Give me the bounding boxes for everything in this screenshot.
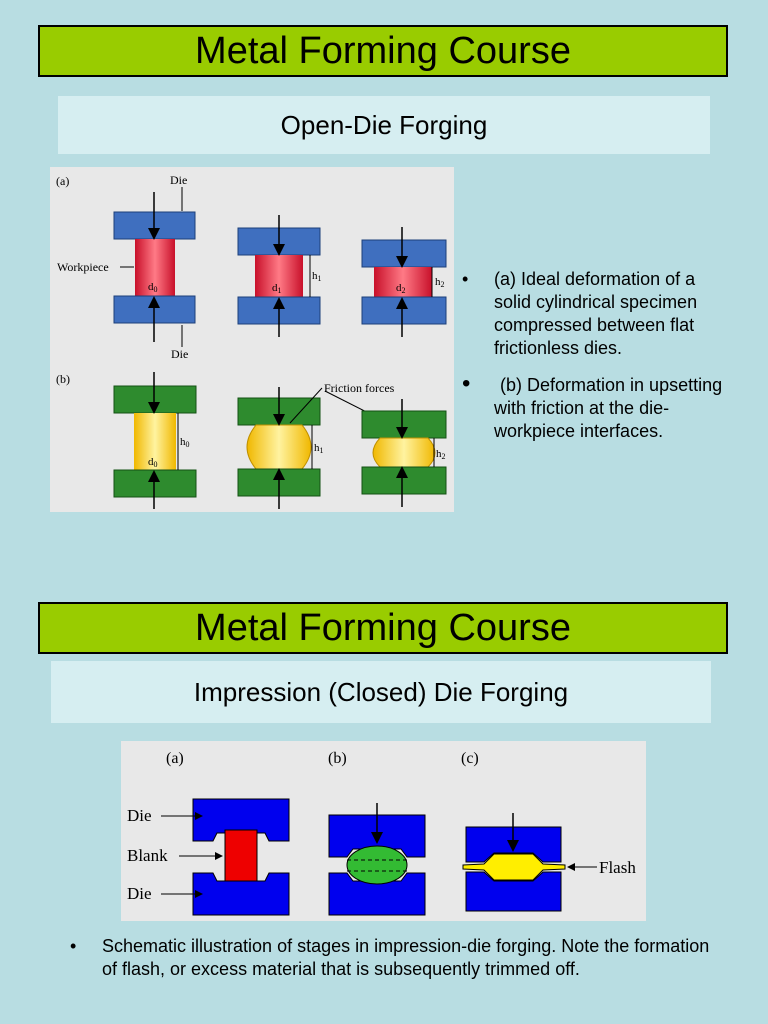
die-top-b1 xyxy=(113,385,197,414)
die-bottom-a xyxy=(192,872,290,916)
workpiece-b2 xyxy=(246,424,312,470)
bullet-icon: • xyxy=(462,269,469,289)
workpiece-a1 xyxy=(135,239,175,296)
d0-label: d0 xyxy=(148,281,158,294)
blank-b xyxy=(346,845,408,885)
h1-label-b: h1 xyxy=(314,442,324,455)
bullet-item: • (a) Ideal deformation of a solid cylind… xyxy=(462,268,732,360)
die-bottom-b xyxy=(328,872,426,916)
workpiece-b1 xyxy=(134,413,176,470)
friction-label: Friction forces xyxy=(324,381,395,395)
die-bottom-b3 xyxy=(361,466,447,495)
d0-label-b: d0 xyxy=(148,456,158,469)
blank-label: Blank xyxy=(127,846,168,865)
stage-c-label: (c) xyxy=(461,750,479,767)
die-top-b3 xyxy=(361,410,447,439)
die-top-a3 xyxy=(361,239,447,268)
die-label-top: Die xyxy=(170,173,187,187)
bullet-item: • (b) Deformation in upsetting with frict… xyxy=(462,370,732,443)
h0-label: h0 xyxy=(180,436,190,449)
bullet-icon: • xyxy=(462,370,471,397)
die-top-a xyxy=(192,798,290,842)
workpiece-a2 xyxy=(255,255,303,297)
slide2-bullets: • Schematic illustration of stages in imp… xyxy=(70,935,710,995)
h2-label-b: h2 xyxy=(436,448,446,461)
die-bottom-label: Die xyxy=(127,884,152,903)
slide2-subtitle: Impression (Closed) Die Forging xyxy=(51,661,711,723)
blank-a xyxy=(224,829,258,885)
bullet-item: • Schematic illustration of stages in imp… xyxy=(70,935,710,981)
die-bottom-b1 xyxy=(113,469,197,498)
die-bottom-a3 xyxy=(361,296,447,325)
blank-c xyxy=(462,853,566,881)
workpiece-label: Workpiece xyxy=(57,260,109,274)
die-top-label: Die xyxy=(127,806,152,825)
die-bottom-c xyxy=(465,871,562,912)
slide1-subtitle: Open-Die Forging xyxy=(58,96,710,154)
bullet-text: Schematic illustration of stages in impr… xyxy=(102,936,710,979)
open-die-figure: (a) (b) Die Die Workpiece d0 h1 d1 h2 d2 xyxy=(50,167,454,512)
workpiece-a3 xyxy=(374,267,432,297)
closed-die-figure: (a) (b) (c) Die Blank Die Flash xyxy=(121,741,646,921)
h1-label: h1 xyxy=(312,270,322,283)
closed-die-diagram: (a) (b) (c) Die Blank Die Flash xyxy=(127,750,636,916)
bullet-icon: • xyxy=(70,936,77,956)
workpiece-b3 xyxy=(372,437,436,468)
bullet-text: (b) Deformation in upsetting with fricti… xyxy=(494,375,723,441)
leader-line xyxy=(289,387,323,424)
slide1-bullets: • (a) Ideal deformation of a solid cylind… xyxy=(462,268,732,457)
stage-a-label: (a) xyxy=(166,750,184,767)
d1-label: d1 xyxy=(272,282,282,295)
label-a: (a) xyxy=(56,174,69,188)
open-die-diagram: (a) (b) Die Die Workpiece d0 h1 d1 h2 d2 xyxy=(56,173,447,509)
stage-b-label: (b) xyxy=(328,750,347,767)
flash-label: Flash xyxy=(599,858,636,877)
label-b: (b) xyxy=(56,372,70,386)
h2-label: h2 xyxy=(435,276,445,289)
slide1-title: Metal Forming Course xyxy=(38,25,728,77)
d2-label: d2 xyxy=(396,282,406,295)
slide2-title: Metal Forming Course xyxy=(38,602,728,654)
die-label-bottom: Die xyxy=(171,347,188,361)
bullet-text: (a) Ideal deformation of a solid cylindr… xyxy=(494,269,698,358)
